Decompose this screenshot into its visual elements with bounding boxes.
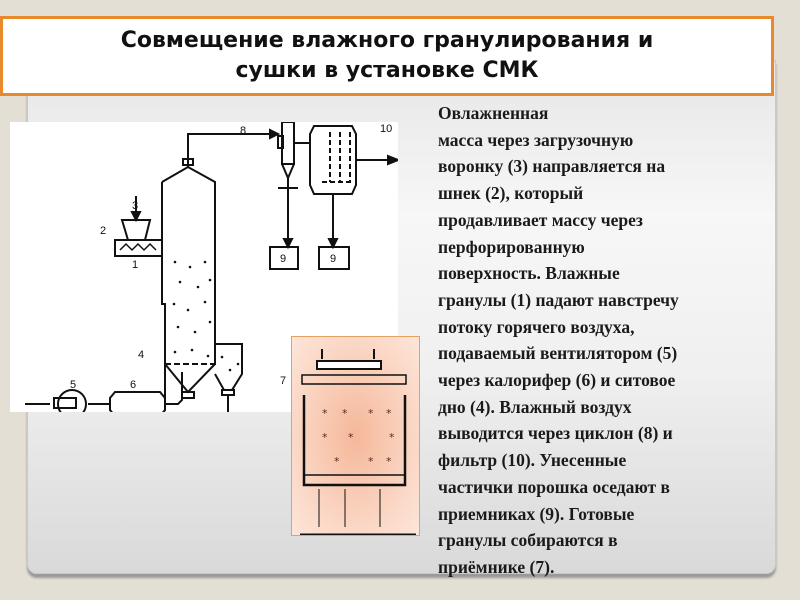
- desc-line: фильтр (10). Унесенные: [438, 450, 627, 471]
- desc-line: продавливает массу через: [438, 209, 643, 230]
- desc-line: воронку (3) направляется на: [438, 156, 666, 177]
- desc-line: поверхность. Влажные: [438, 263, 620, 284]
- desc-line: частички порошка оседают в: [438, 476, 670, 497]
- desc-line: масса через загрузочную: [438, 129, 634, 150]
- outlet-flange: [182, 158, 194, 166]
- desc-line: гранулы собираются в: [438, 530, 618, 551]
- label-1: 1: [132, 259, 138, 271]
- svg-text:*: *: [386, 407, 392, 420]
- cyclone-8: [269, 121, 299, 270]
- diagram-labels: 3 2 1 4 5 6 7 8 9 9 10: [70, 123, 392, 391]
- detail-scheme: **** *** ***: [300, 349, 416, 537]
- air-outlet-pipe: [187, 133, 270, 167]
- base-cone-4: [164, 363, 216, 399]
- svg-text:*: *: [368, 407, 374, 420]
- desc-line: через калорифер (6) и ситовое: [438, 370, 676, 391]
- desc-line: перфорированную: [438, 236, 585, 257]
- title-box: Совмещение влажного гранулирования и суш…: [0, 16, 774, 96]
- fan-5-and-heater-6: [25, 372, 183, 419]
- label-5: 5: [70, 379, 76, 391]
- svg-text:*: *: [348, 431, 354, 444]
- granule-dots: [172, 260, 240, 372]
- granulator-scheme: 3 2 1 4 5 6 7 8 9 9 10: [25, 121, 401, 419]
- svg-text:*: *: [389, 431, 395, 444]
- slide-title: Совмещение влажного гранулирования и суш…: [120, 28, 654, 83]
- desc-line: приемниках (9). Готовые: [438, 503, 635, 524]
- filter-10: [309, 125, 401, 270]
- svg-text:*: *: [334, 455, 340, 468]
- svg-text:*: *: [386, 455, 392, 468]
- label-3: 3: [132, 200, 138, 212]
- label-2: 2: [100, 225, 106, 237]
- desc-line: потоку горячего воздуха,: [438, 316, 635, 337]
- label-8: 8: [240, 125, 246, 137]
- svg-text:*: *: [342, 407, 348, 420]
- svg-text:*: *: [322, 407, 328, 420]
- label-10: 10: [380, 123, 392, 135]
- label-7: 7: [280, 375, 286, 387]
- process-diagram: 3 2 1 4 5 6 7 8 9 9 10: [10, 121, 401, 419]
- svg-text:*: *: [368, 455, 374, 468]
- hopper-3-and-screw-2: [114, 196, 163, 257]
- desc-line: приёмнике (7).: [438, 556, 555, 577]
- granulation-detail-inset: **** *** ***: [291, 336, 420, 537]
- label-9b: 9: [330, 253, 336, 265]
- desc-line: шнек (2), который: [438, 183, 584, 204]
- label-6: 6: [130, 379, 136, 391]
- svg-text:*: *: [322, 431, 328, 444]
- label-9a: 9: [280, 253, 286, 265]
- column-1: [161, 165, 216, 402]
- desc-line: подаваемый вентилятором (5): [438, 343, 678, 364]
- process-description: Овлажненная масса через загрузочную воро…: [438, 100, 768, 581]
- label-4: 4: [138, 349, 144, 361]
- desc-line: выводится через циклон (8) и: [438, 423, 673, 444]
- desc-line: гранулы (1) падают навстречу: [438, 289, 679, 310]
- receiver-7: [214, 343, 243, 412]
- desc-line: дно (4). Влажный воздух: [438, 396, 632, 417]
- desc-line: Овлажненная: [438, 103, 549, 123]
- arrow-to-cyclone: [269, 128, 281, 140]
